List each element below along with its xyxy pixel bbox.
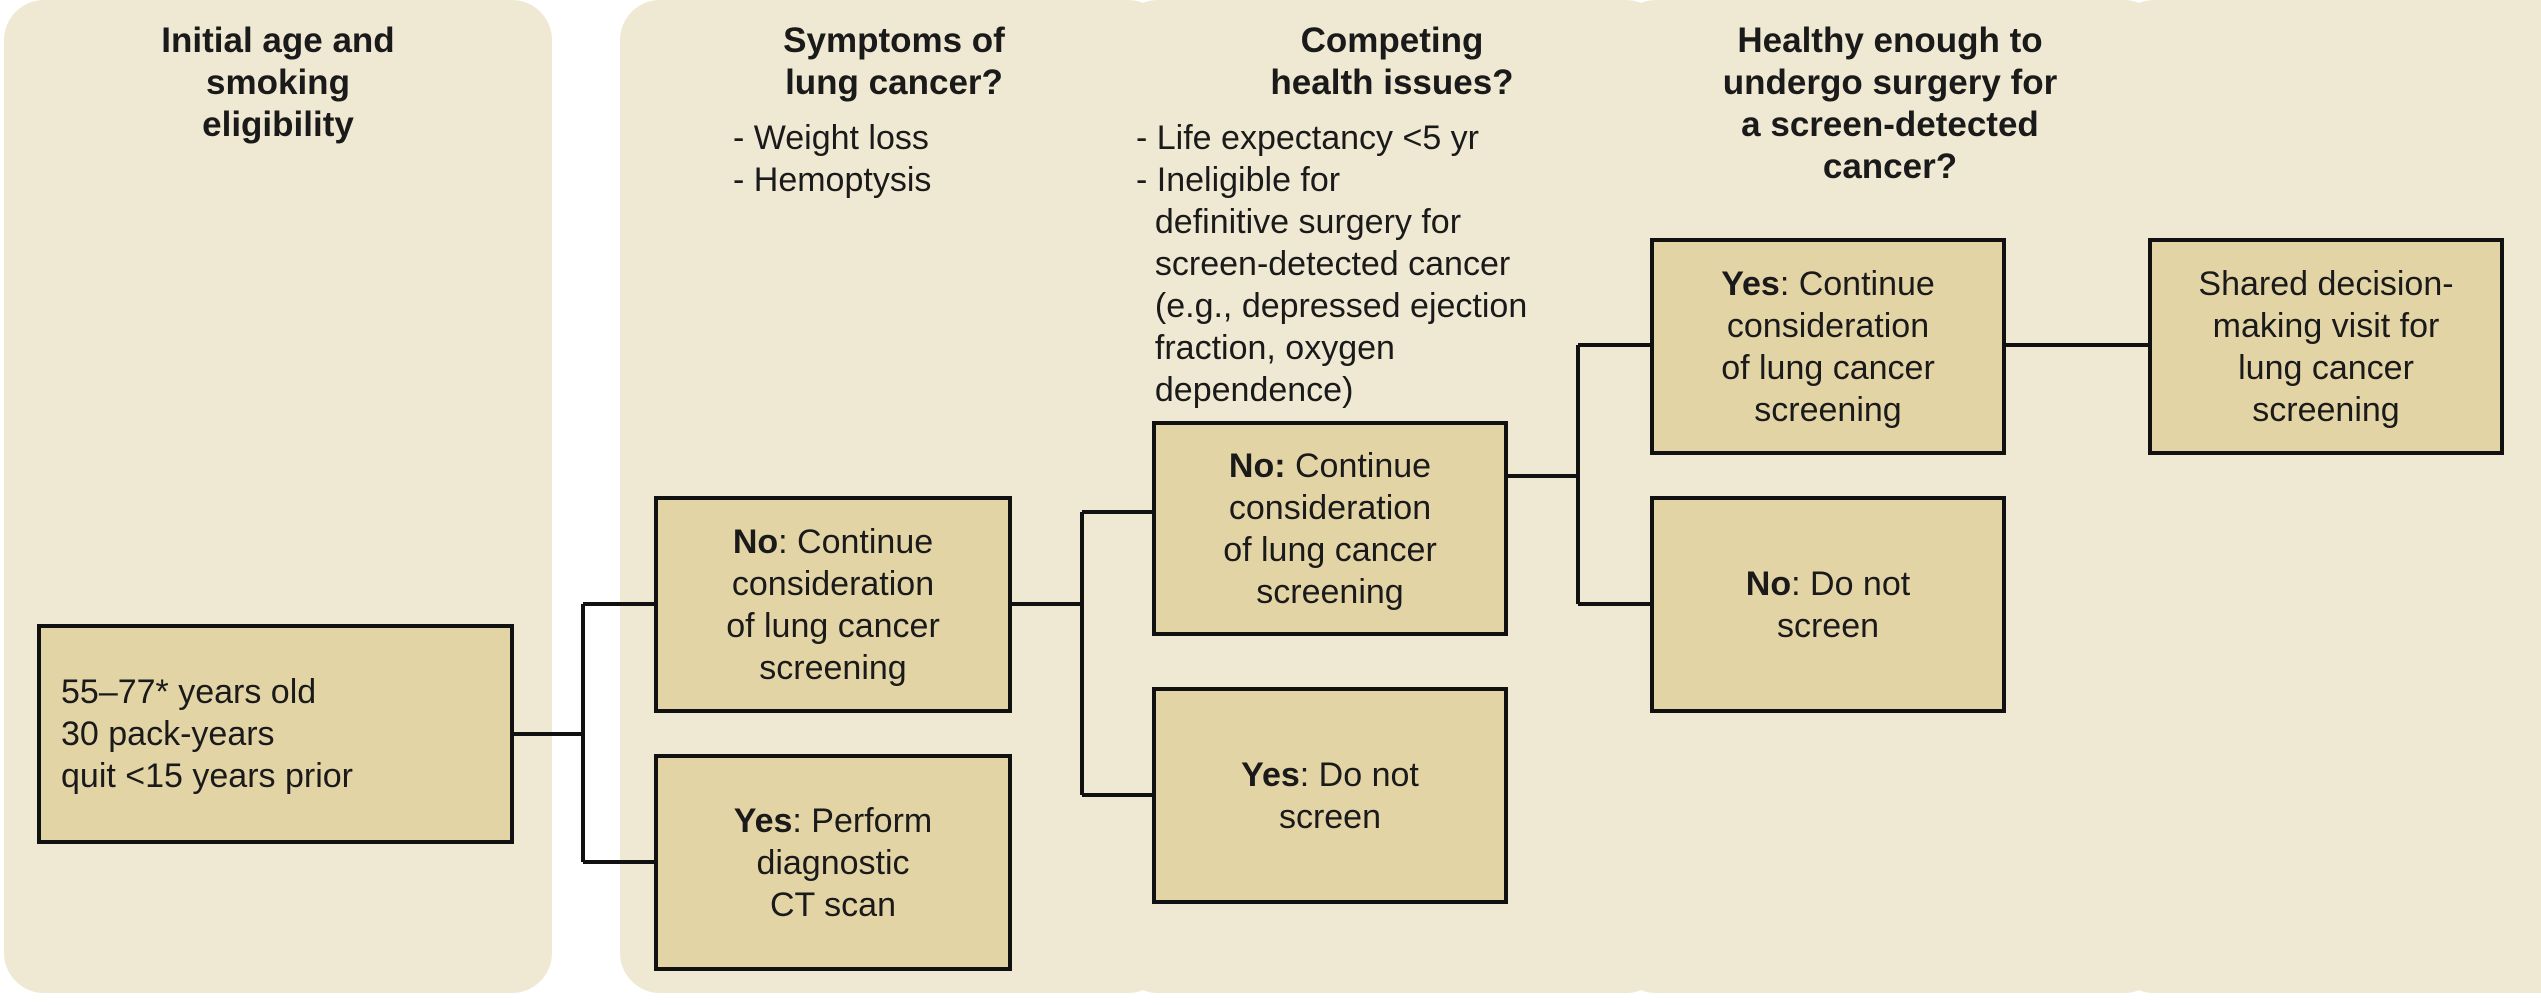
connector-health [1508, 343, 1650, 606]
surgery-no-label: No [1745, 564, 1792, 603]
surgery-yes-box: Yes: Continue consideration of lung canc… [1650, 238, 2006, 455]
symptoms-yes-text: Yes: Perform diagnostic CT scan [734, 800, 932, 926]
shared-decision-box: Shared decision- making visit for lung c… [2148, 238, 2504, 455]
surgery-no-text: No: Do not screen [1746, 563, 1910, 647]
symptoms-no-detail: : Continue consideration of lung cancer … [726, 522, 940, 687]
competing-health-criteria: - Life expectancy <5 yr - Ineligible for… [1136, 119, 1528, 409]
health-yes-text: Yes: Do not screen [1241, 754, 1419, 838]
column-title-eligibility: Initial age and smoking eligibility [161, 21, 395, 144]
symptoms-no-text: No: Continue consideration of lung cance… [726, 521, 940, 689]
symptoms-criteria: - Weight loss - Hemoptysis [733, 119, 932, 199]
symptoms-no-box: No: Continue consideration of lung cance… [654, 496, 1012, 713]
surgery-yes-label: Yes [1721, 264, 1780, 303]
surgery-yes-text: Yes: Continue consideration of lung canc… [1721, 263, 1935, 431]
symptoms-yes-label: Yes [733, 801, 793, 840]
column-title-symptoms: Symptoms of lung cancer? [783, 21, 1005, 102]
health-no-text: No: Continue consideration of lung cance… [1223, 445, 1437, 613]
health-yes-detail: : Do not screen [1278, 755, 1419, 836]
health-no-label: No: [1228, 446, 1286, 485]
health-yes-label: Yes [1241, 755, 1300, 794]
surgery-no-box: No: Do not screen [1650, 496, 2006, 713]
surgery-yes-detail: : Continue consideration of lung cancer … [1721, 264, 1935, 429]
eligibility-box: 55–77* years old 30 pack-years quit <15 … [37, 624, 514, 844]
connector-symptoms [1012, 510, 1152, 797]
column-title-surgery-fitness: Healthy enough to undergo surgery for a … [1722, 21, 2058, 186]
health-no-detail: Continue consideration of lung cancer sc… [1223, 446, 1437, 611]
shared-decision-text: Shared decision- making visit for lung c… [2198, 264, 2454, 429]
symptoms-yes-box: Yes: Perform diagnostic CT scan [654, 754, 1012, 971]
column-surgery-fitness: Healthy enough to undergo surgery for a … [1616, 0, 2164, 993]
surgery-no-detail: : Do not screen [1776, 564, 1911, 645]
eligibility-text: 55–77* years old 30 pack-years quit <15 … [61, 673, 353, 795]
symptoms-no-label: No [732, 522, 779, 561]
column-title-competing-health: Competing health issues? [1270, 21, 1514, 102]
column-shared-decision [2114, 0, 2541, 993]
symptoms-yes-detail: : Perform diagnostic CT scan [756, 801, 933, 924]
health-yes-box: Yes: Do not screen [1152, 687, 1508, 904]
health-no-box: No: Continue consideration of lung cance… [1152, 421, 1508, 636]
connector-eligibility [514, 602, 654, 864]
